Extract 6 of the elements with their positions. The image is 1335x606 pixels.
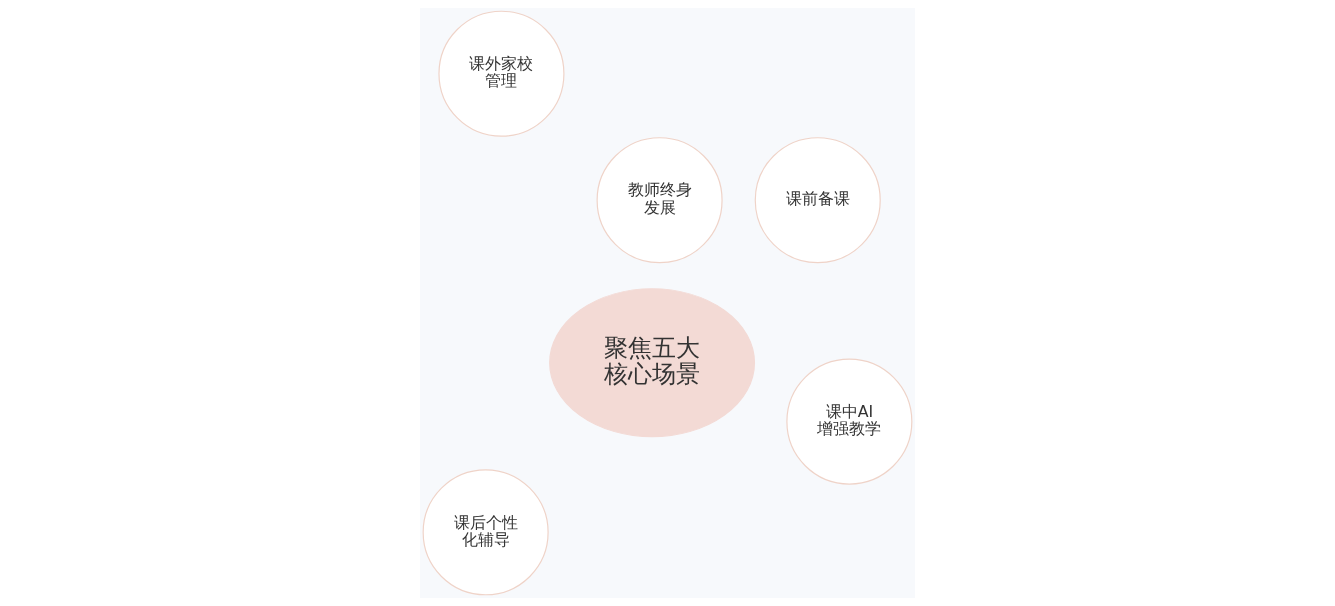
- node-circle: 课中AI增强教学: [786, 358, 913, 485]
- node-circle: 课前备课: [754, 137, 881, 264]
- node-ellipse: 聚焦五大核心场景: [549, 288, 756, 438]
- node-circle: 课外家校管理: [438, 10, 565, 137]
- node-circle: 课后个性化辅导: [422, 469, 549, 596]
- node-circle: 教师终身发展: [596, 137, 723, 264]
